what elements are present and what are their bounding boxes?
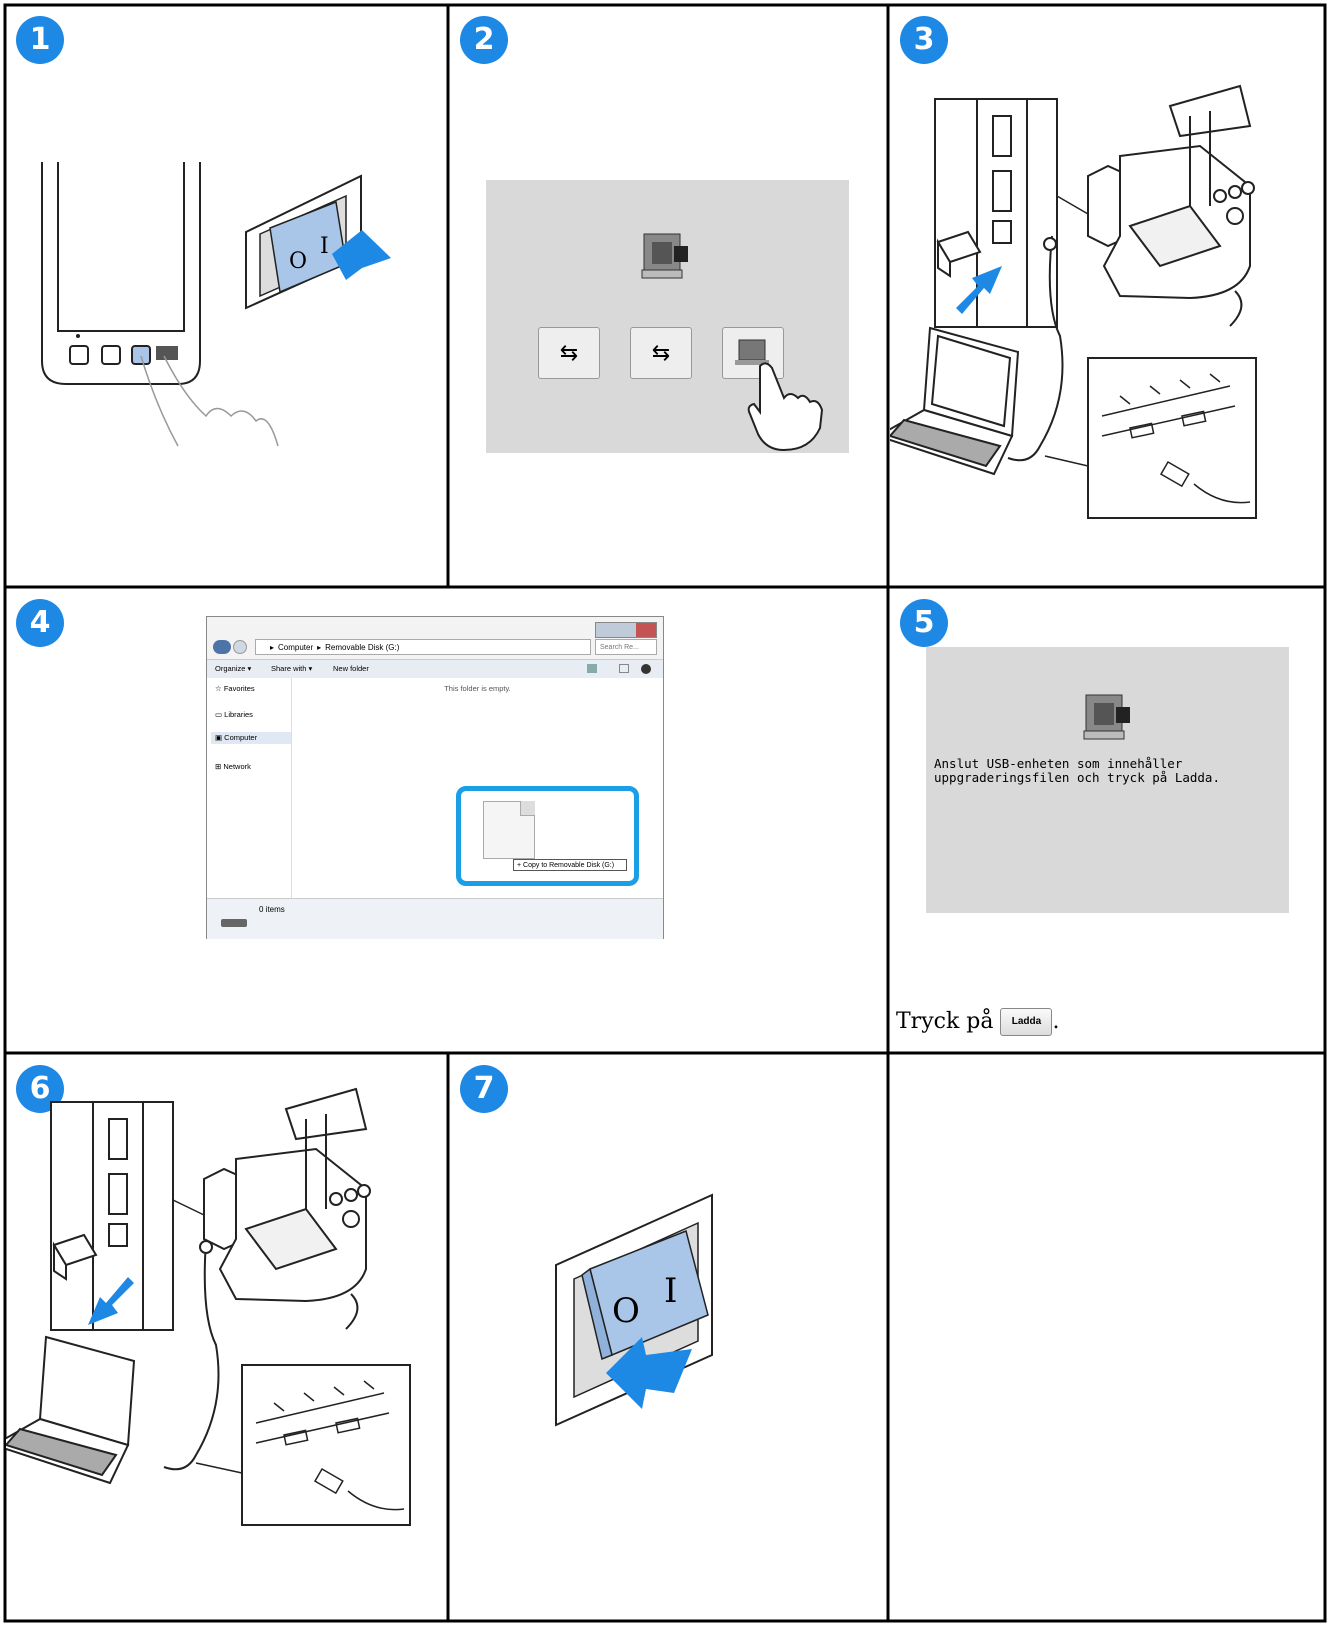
breadcrumb-removable-disk[interactable]: Removable Disk (G:)	[325, 643, 399, 652]
help-icon[interactable]	[641, 664, 651, 674]
embroidery-machine-icon	[204, 1089, 370, 1301]
search-input[interactable]: Search Re...	[595, 639, 657, 655]
embroidery-machine-icon	[634, 226, 692, 284]
laptop-icon	[6, 1337, 134, 1483]
step-1-panel: 1 O I	[6, 6, 446, 585]
forward-button[interactable]	[233, 640, 247, 654]
step-5-instruction: Tryck på Ladda.	[896, 1007, 1059, 1037]
computer-icon: ▣	[215, 733, 224, 742]
step-6-panel: 6	[6, 1055, 446, 1619]
switch-off-symbol: O	[612, 1291, 640, 1331]
step-2-panel: 2 ⇆ ⇆	[450, 6, 886, 585]
preview-pane-icon[interactable]	[619, 664, 629, 673]
address-bar[interactable]: ▸Computer▸Removable Disk (G:)	[255, 639, 591, 655]
nav-computer[interactable]: ▣ Computer	[211, 732, 291, 744]
connect-usb-illustration	[890, 6, 1324, 585]
nav-favorites[interactable]: ☆ Favorites	[215, 684, 255, 693]
command-toolbar: Organize ▾ Share with ▾ New folder	[207, 659, 663, 679]
panel-icon	[42, 162, 200, 384]
step-7-panel: 7 O I	[450, 1055, 886, 1619]
copy-tooltip: + Copy to Removable Disk (G:)	[513, 859, 627, 871]
step-2-badge: 2	[460, 16, 508, 64]
laptop-icon	[890, 328, 1018, 474]
step-5-badge: 5	[900, 599, 948, 647]
pointing-hand-icon	[736, 358, 826, 453]
star-icon: ☆	[215, 684, 224, 693]
power-switch-icon	[246, 176, 391, 308]
back-button[interactable]	[213, 640, 231, 654]
power-off-illustration	[450, 1055, 886, 1619]
drag-drop-highlight: + Copy to Removable Disk (G:)	[456, 786, 639, 886]
removable-drive-icon	[221, 919, 247, 927]
step-5-panel: 5 Anslut USB-enheten som innehåller uppg…	[890, 589, 1324, 1051]
disconnect-usb-illustration	[6, 1055, 446, 1619]
library-icon: ▭	[215, 710, 224, 719]
update-message: Anslut USB-enheten som innehåller uppgra…	[934, 757, 1220, 785]
switch-on-symbol: I	[320, 234, 329, 259]
views-icon[interactable]	[587, 664, 597, 673]
explorer-window: ▸Computer▸Removable Disk (G:) Search Re.…	[206, 616, 664, 939]
empty-folder-message: This folder is empty.	[292, 684, 663, 693]
switch-on-symbol: I	[664, 1271, 677, 1311]
usb-mouse-button[interactable]: ⇆	[630, 327, 692, 379]
file-icon[interactable]	[483, 801, 535, 859]
step-3-panel: 3	[890, 6, 1324, 585]
power-on-illustration	[6, 6, 446, 585]
machine-screen: ⇆ ⇆	[486, 180, 849, 453]
ladda-button[interactable]: Ladda	[1000, 1008, 1052, 1036]
breadcrumb-computer[interactable]: Computer	[278, 643, 313, 652]
empty-panel	[890, 1055, 1324, 1619]
update-screen: Anslut USB-enheten som innehåller uppgra…	[926, 647, 1289, 913]
step-4-badge: 4	[16, 599, 64, 647]
switch-off-symbol: O	[289, 249, 307, 274]
nav-network[interactable]: ⊞ Network	[215, 762, 251, 771]
window-controls[interactable]	[595, 622, 657, 638]
share-with-menu[interactable]: Share with ▾	[271, 660, 312, 678]
new-folder-button[interactable]: New folder	[333, 660, 369, 678]
item-count: 0 items	[259, 905, 285, 914]
embroidery-machine-icon	[1088, 86, 1254, 298]
nav-libraries[interactable]: ▭ Libraries	[215, 710, 253, 719]
usb-device-button[interactable]: ⇆	[538, 327, 600, 379]
organize-menu[interactable]: Organize ▾	[215, 660, 251, 678]
status-bar: 0 items	[207, 898, 663, 939]
navigation-pane: ☆ Favorites ▭ Libraries ▣ Computer ⊞ Net…	[207, 678, 292, 898]
step-4-panel: 4 ▸Computer▸Removable Disk (G:) Search R…	[6, 589, 886, 1051]
embroidery-machine-icon	[1076, 687, 1134, 745]
